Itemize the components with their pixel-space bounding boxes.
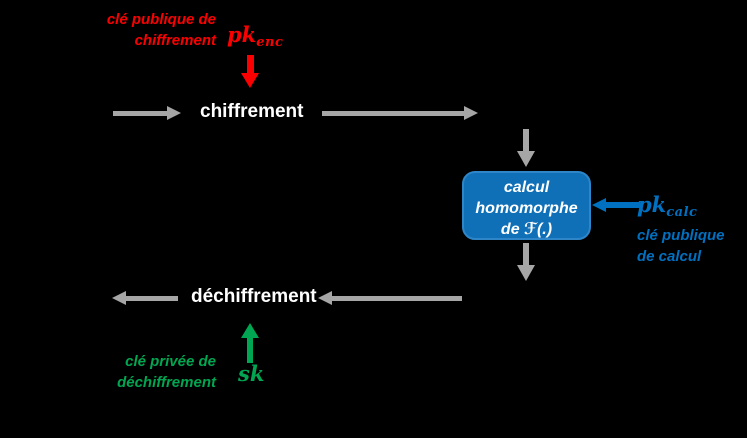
encryption-public-key-caption: clé publique de chiffrement	[90, 9, 216, 51]
arrow-head	[318, 291, 332, 305]
enc-key-arrow-head	[241, 73, 259, 88]
calc-key-arrow-head	[592, 198, 606, 212]
decryption-private-key-caption: clé privée de déchiffrement	[101, 351, 216, 393]
key-symbol-base: pk	[637, 192, 667, 217]
dec-key-arrow-shaft	[247, 338, 253, 363]
arrow-shaft	[523, 243, 529, 265]
compute-box-line: calcul	[503, 179, 550, 196]
decryption-label: déchiffrement	[191, 286, 317, 307]
key-symbol-subscript: enc	[256, 35, 284, 50]
arrow-shaft	[322, 111, 464, 116]
arrow-head	[112, 291, 126, 305]
arrow-shaft	[332, 296, 462, 301]
compute-box-line: homomorphe	[475, 200, 578, 217]
arrow-shaft	[113, 111, 167, 116]
arrow-head	[167, 106, 181, 120]
pk-calc-symbol: pkcalc	[637, 193, 697, 221]
encryption-label: chiffrement	[200, 101, 304, 122]
compute-box-line: de ℱ(.)	[500, 221, 553, 238]
caption-line: clé publique de	[106, 11, 216, 28]
arrow-head	[464, 106, 478, 120]
sk-symbol: sk	[238, 361, 265, 386]
arrow-shaft	[126, 296, 178, 301]
caption-line: chiffrement	[134, 32, 216, 49]
dec-key-arrow-head	[241, 323, 259, 338]
caption-line: déchiffrement	[117, 374, 216, 391]
enc-key-arrow-shaft	[247, 55, 254, 73]
pk-enc-symbol: pkenc	[227, 23, 283, 51]
caption-line: de calcul	[637, 248, 702, 265]
arrow-head	[517, 151, 535, 167]
calc-key-arrow-shaft	[606, 202, 640, 208]
compute-public-key-caption: clé publique de calcul	[637, 225, 742, 267]
homomorphic-compute-box: calcul homomorphe de ℱ(.)	[462, 171, 591, 240]
caption-line: clé publique	[637, 227, 725, 244]
arrow-head	[517, 265, 535, 281]
arrow-shaft	[523, 129, 529, 151]
key-symbol-base: pk	[227, 22, 257, 47]
key-symbol-subscript: calc	[666, 205, 698, 220]
caption-line: clé privée de	[125, 353, 216, 370]
